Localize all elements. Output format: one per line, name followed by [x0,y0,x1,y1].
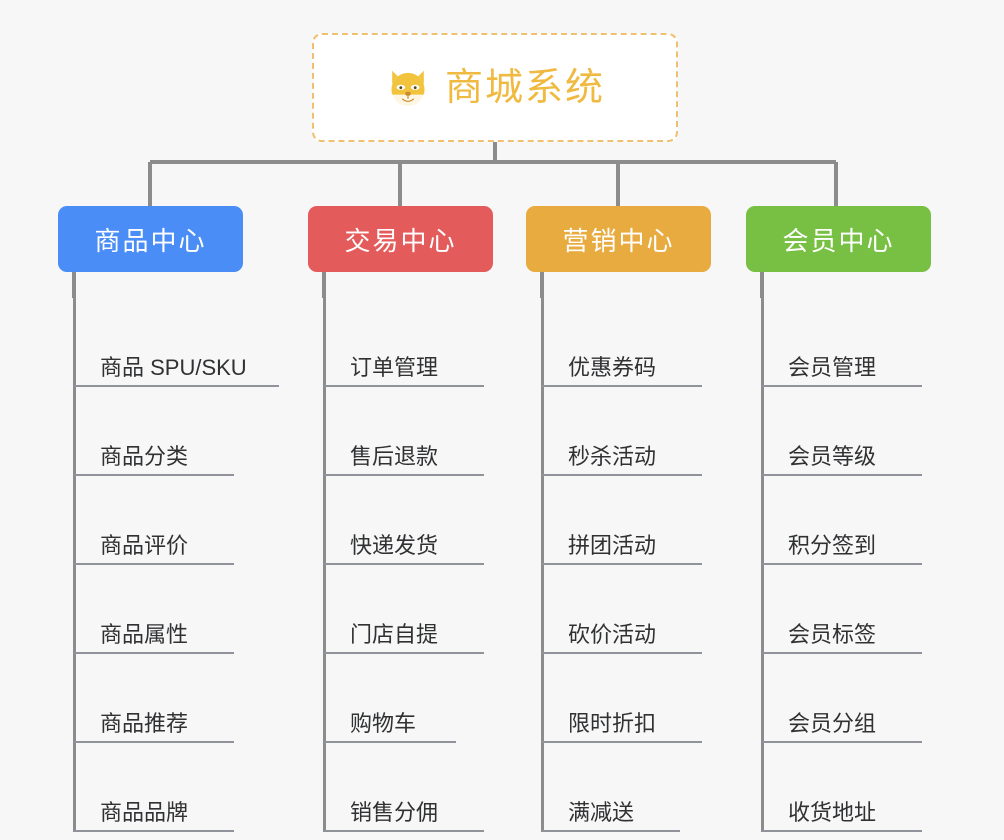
category-column-3: 会员中心会员管理会员等级积分签到会员标签会员分组收货地址 [746,206,931,832]
spine-0 [73,298,76,832]
leaf-item[interactable]: 销售分佣 [324,743,493,832]
leaf-item[interactable]: 订单管理 [324,298,493,387]
leaf-item-underline [762,385,922,387]
leaf-item-label: 门店自提 [350,621,439,647]
leaf-item-label: 会员等级 [788,443,877,469]
leaf-list-1: 订单管理售后退款快递发货门店自提购物车销售分佣 [308,298,493,832]
category-box-2[interactable]: 营销中心 [526,206,711,272]
leaf-item-label: 商品评价 [100,532,189,558]
leaf-item-label: 限时折扣 [568,710,657,736]
leaf-item-underline [324,474,484,476]
category-box-1[interactable]: 交易中心 [308,206,493,272]
leaf-item[interactable]: 秒杀活动 [542,387,711,476]
leaf-item-underline [542,563,702,565]
leaf-item[interactable]: 积分签到 [762,476,931,565]
category-column-0: 商品中心商品 SPU/SKU 商品分类商品评价商品属性商品推荐商品品牌 [58,206,279,832]
leaf-item-label: 收货地址 [788,799,877,825]
leaf-item-underline [74,741,234,743]
leaf-item-label: 拼团活动 [568,532,657,558]
leaf-item-label: 售后退款 [350,443,439,469]
leaf-item-underline [762,652,922,654]
dog-face-icon [391,70,425,106]
leaf-item[interactable]: 会员分组 [762,654,931,743]
leaf-item[interactable]: 商品评价 [74,476,243,565]
leaf-item-underline [74,385,279,387]
spine-3 [761,298,764,832]
category-column-2: 营销中心优惠券码秒杀活动拼团活动砍价活动限时折扣满减送 [526,206,711,832]
leaf-item[interactable]: 售后退款 [324,387,493,476]
leaf-item[interactable]: 商品 SPU/SKU [74,298,279,387]
leaf-item-underline [542,474,702,476]
leaf-list-2: 优惠券码秒杀活动拼团活动砍价活动限时折扣满减送 [526,298,711,832]
leaf-item-underline [762,830,922,832]
leaf-item-label: 商品分类 [100,443,189,469]
leaf-item-underline [762,474,922,476]
leaf-item[interactable]: 砍价活动 [542,565,711,654]
leaf-item-underline [324,563,484,565]
leaf-item-underline [324,830,484,832]
leaf-item-underline [74,652,234,654]
leaf-item-label: 销售分佣 [350,799,439,825]
leaf-item-label: 砍价活动 [568,621,657,647]
leaf-item[interactable]: 商品推荐 [74,654,243,743]
leaf-item-underline [542,385,702,387]
leaf-item-label: 满减送 [568,799,635,825]
leaf-item-underline [74,563,234,565]
leaf-item[interactable]: 优惠券码 [542,298,711,387]
leaf-item[interactable]: 拼团活动 [542,476,711,565]
leaf-item-label: 会员标签 [788,621,877,647]
leaf-item-underline [74,474,234,476]
leaf-item-label: 会员分组 [788,710,877,736]
leaf-item-label: 商品推荐 [100,710,189,736]
leaf-item-underline [762,563,922,565]
leaf-item[interactable]: 门店自提 [324,565,493,654]
leaf-item[interactable]: 限时折扣 [542,654,711,743]
category-column-1: 交易中心订单管理售后退款快递发货门店自提购物车销售分佣 [308,206,493,832]
leaf-item-label: 商品品牌 [100,799,189,825]
leaf-item-underline [324,741,456,743]
leaf-item-underline [542,741,702,743]
leaf-item-label: 商品 SPU/SKU [100,354,247,380]
leaf-list-0: 商品 SPU/SKU 商品分类商品评价商品属性商品推荐商品品牌 [58,298,279,832]
leaf-item-underline [74,830,234,832]
leaf-item[interactable]: 会员管理 [762,298,931,387]
leaf-item-underline [542,830,680,832]
spine-1 [323,298,326,832]
leaf-item-label: 优惠券码 [568,354,657,380]
leaf-item[interactable]: 购物车 [324,654,493,743]
leaf-item[interactable]: 商品品牌 [74,743,243,832]
leaf-item-underline [324,652,484,654]
leaf-item[interactable]: 收货地址 [762,743,931,832]
leaf-item-label: 商品属性 [100,621,189,647]
leaf-item[interactable]: 商品属性 [74,565,243,654]
root-title: 商城系统 [444,66,605,109]
leaf-item[interactable]: 会员等级 [762,387,931,476]
leaf-item-label: 会员管理 [788,354,877,380]
leaf-item-label: 积分签到 [788,532,877,558]
leaf-item[interactable]: 商品分类 [74,387,243,476]
root-node[interactable]: 商城系统 [312,33,678,142]
leaf-item-label: 秒杀活动 [568,443,657,469]
spine-2 [541,298,544,832]
leaf-item-label: 快递发货 [350,532,439,558]
leaf-item-underline [762,741,922,743]
leaf-item-label: 购物车 [350,710,417,736]
leaf-item[interactable]: 满减送 [542,743,711,832]
leaf-item-underline [542,652,702,654]
leaf-item-label: 订单管理 [350,354,439,380]
category-box-0[interactable]: 商品中心 [58,206,243,272]
leaf-item[interactable]: 快递发货 [324,476,493,565]
leaf-item[interactable]: 会员标签 [762,565,931,654]
leaf-list-3: 会员管理会员等级积分签到会员标签会员分组收货地址 [746,298,931,832]
category-box-3[interactable]: 会员中心 [746,206,931,272]
leaf-item-underline [324,385,484,387]
